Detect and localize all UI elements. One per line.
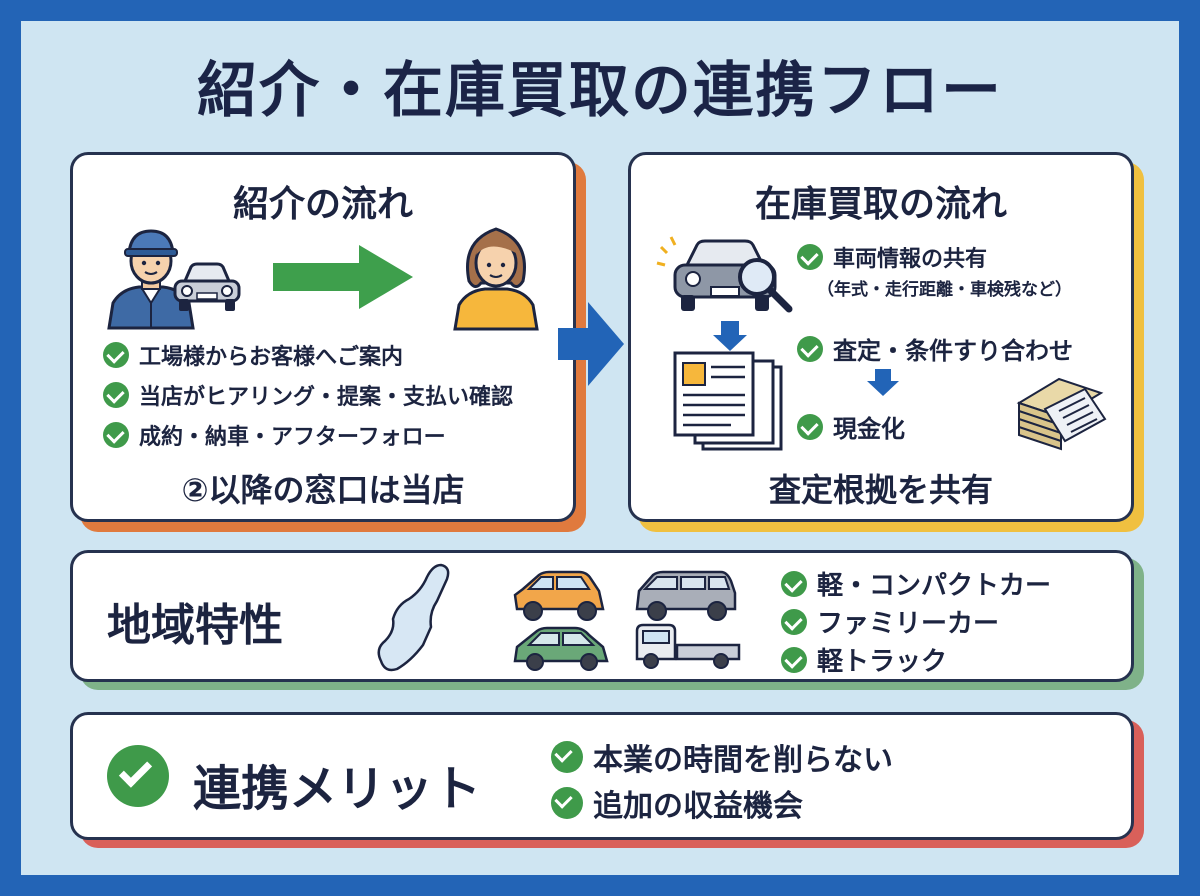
check-icon <box>781 608 807 635</box>
check-icon <box>797 413 823 440</box>
merit-item-2-label: 追加の収益機会 <box>593 789 803 824</box>
intro-item-2: 当店がヒアリング・提案・支払い確認 <box>103 379 513 411</box>
family-car-icon <box>635 570 737 621</box>
down-arrow-icon <box>875 369 891 381</box>
region-item-3: 軽トラック <box>781 641 947 678</box>
stock-item-1: 車両情報の共有 <box>797 241 987 273</box>
down-arrow-head <box>867 381 899 396</box>
mechanic-icon <box>107 229 195 330</box>
stock-item-3: 現金化 <box>797 409 905 444</box>
compact-car-icon <box>513 570 605 621</box>
check-icon <box>551 787 583 819</box>
check-icon <box>103 422 129 448</box>
merit-item-2: 追加の収益機会 <box>551 781 803 825</box>
intro-item-1: 工場様からお客様へご案内 <box>103 339 403 371</box>
intro-item-1-label: 工場様からお客様へご案内 <box>139 345 404 370</box>
region-item-1-label: 軽・コンパクトカー <box>817 571 1052 601</box>
intro-card: 紹介の流れ 工場様からお客様へご案内 当店がヒアリング・提案・支払い確認 成約・… <box>70 152 576 522</box>
stock-item-1-sub: （年式・走行距離・車検残など） <box>817 280 1072 300</box>
flow-arrow-icon <box>558 302 624 386</box>
down-arrow-icon <box>721 321 739 335</box>
arrow-right-icon <box>273 245 413 309</box>
check-icon <box>797 244 823 270</box>
intro-item-2-label: 当店がヒアリング・提案・支払い確認 <box>139 385 514 410</box>
region-item-2: ファミリーカー <box>781 603 999 640</box>
merit-item-1: 本業の時間を削らない <box>551 735 893 779</box>
stock-item-2: 査定・条件すり合わせ <box>797 331 1073 366</box>
green-car-icon <box>513 626 609 671</box>
region-item-2-label: ファミリーカー <box>817 609 1000 639</box>
intro-item-3: 成約・納車・アフターフォロー <box>103 419 446 451</box>
map-icon <box>377 563 450 672</box>
region-heading: 地域特性 <box>107 600 283 651</box>
check-icon <box>103 342 129 368</box>
stock-item-2-label: 査定・条件すり合わせ <box>833 337 1073 365</box>
merit-check-icon <box>107 745 169 807</box>
stock-card: 在庫買取の流れ 車両情報の共有 （年式・走行距離・車検残など） 査定・条件すり合… <box>628 152 1134 522</box>
intro-footer: ②以降の窓口は当店 <box>181 471 465 509</box>
region-item-1: 軽・コンパクトカー <box>781 565 1051 602</box>
kei-truck-icon <box>635 623 741 669</box>
stock-item-1-label: 車両情報の共有 <box>833 247 988 272</box>
intro-item-3-label: 成約・納車・アフターフォロー <box>139 425 446 450</box>
cash-icon <box>1016 377 1107 451</box>
car-icon <box>173 262 241 311</box>
customer-icon <box>453 227 539 331</box>
region-item-3-label: 軽トラック <box>817 647 948 677</box>
magnifier-icon <box>738 258 793 313</box>
merit-card: 連携メリット 本業の時間を削らない 追加の収益機会 <box>70 712 1134 840</box>
page-title: 紹介・在庫買取の連携フロー <box>197 56 1003 126</box>
merit-item-1-label: 本業の時間を削らない <box>593 743 893 778</box>
stock-item-3-label: 現金化 <box>833 415 905 443</box>
check-icon <box>797 335 823 362</box>
check-icon <box>781 646 807 673</box>
down-arrow-head <box>713 335 747 351</box>
check-icon <box>551 741 583 773</box>
stock-heading: 在庫買取の流れ <box>754 184 1007 225</box>
documents-icon <box>673 351 783 451</box>
region-card: 地域特性 軽・コンパクトカー ファミリーカー 軽トラック <box>70 550 1134 682</box>
intro-heading: 紹介の流れ <box>232 184 413 225</box>
stock-footer: 査定根拠を共有 <box>768 471 993 509</box>
check-icon <box>103 382 129 408</box>
merit-heading: 連携メリット <box>193 761 482 817</box>
check-icon <box>781 570 807 597</box>
